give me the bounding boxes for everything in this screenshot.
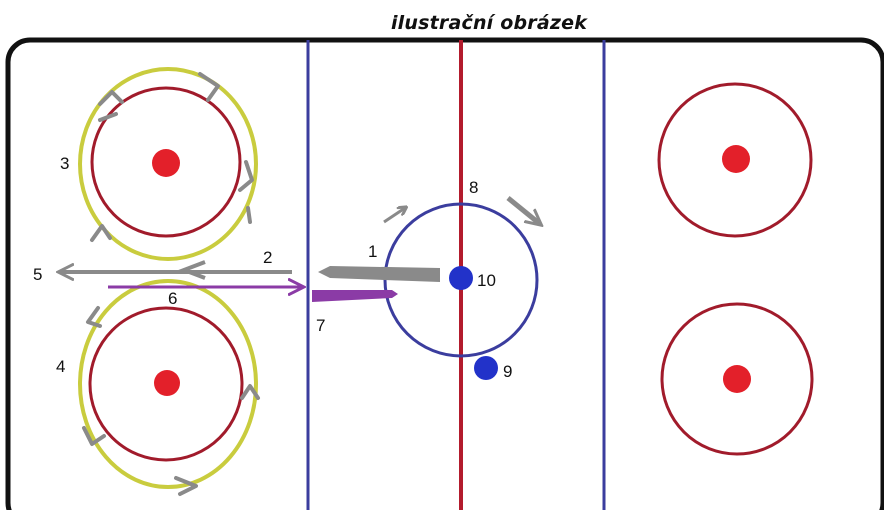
direction-arrows-3 [90,72,254,242]
label-10: 10 [477,271,496,290]
caption-text: ilustrační obrázek [390,12,588,34]
label-5: 5 [33,265,42,284]
label-3: 3 [60,154,69,173]
label-1: 1 [368,242,377,261]
direction-arrows-4 [82,306,260,496]
faceoff-dot-top-right [722,145,750,173]
label-6: 6 [168,289,177,308]
label-7: 7 [316,316,325,335]
faceoff-circle-top-left [90,86,242,238]
arrow-near-8-left [383,208,405,224]
skate-path-3 [78,67,258,261]
faceoff-circle-top-right [657,82,813,238]
arrow-7 [312,290,398,302]
arrow-1 [318,266,440,282]
faceoff-dot-top-left [152,149,180,177]
label-9: 9 [503,362,512,381]
faceoff-dot-bottom-left [154,370,180,396]
faceoff-circle-bottom-left [88,306,244,462]
label-8: 8 [469,178,478,197]
rink-boards [5,37,884,510]
player-10 [449,266,473,290]
arrow-2-head [178,260,206,280]
player-9 [474,356,498,380]
caption: ilustrační obrázek [0,12,884,34]
faceoff-circle-bottom-right [660,302,814,456]
skate-path-4 [78,279,258,489]
arrow-near-8-right [506,196,540,224]
label-4: 4 [56,357,65,376]
label-2: 2 [263,248,272,267]
faceoff-dot-bottom-right [723,365,751,393]
